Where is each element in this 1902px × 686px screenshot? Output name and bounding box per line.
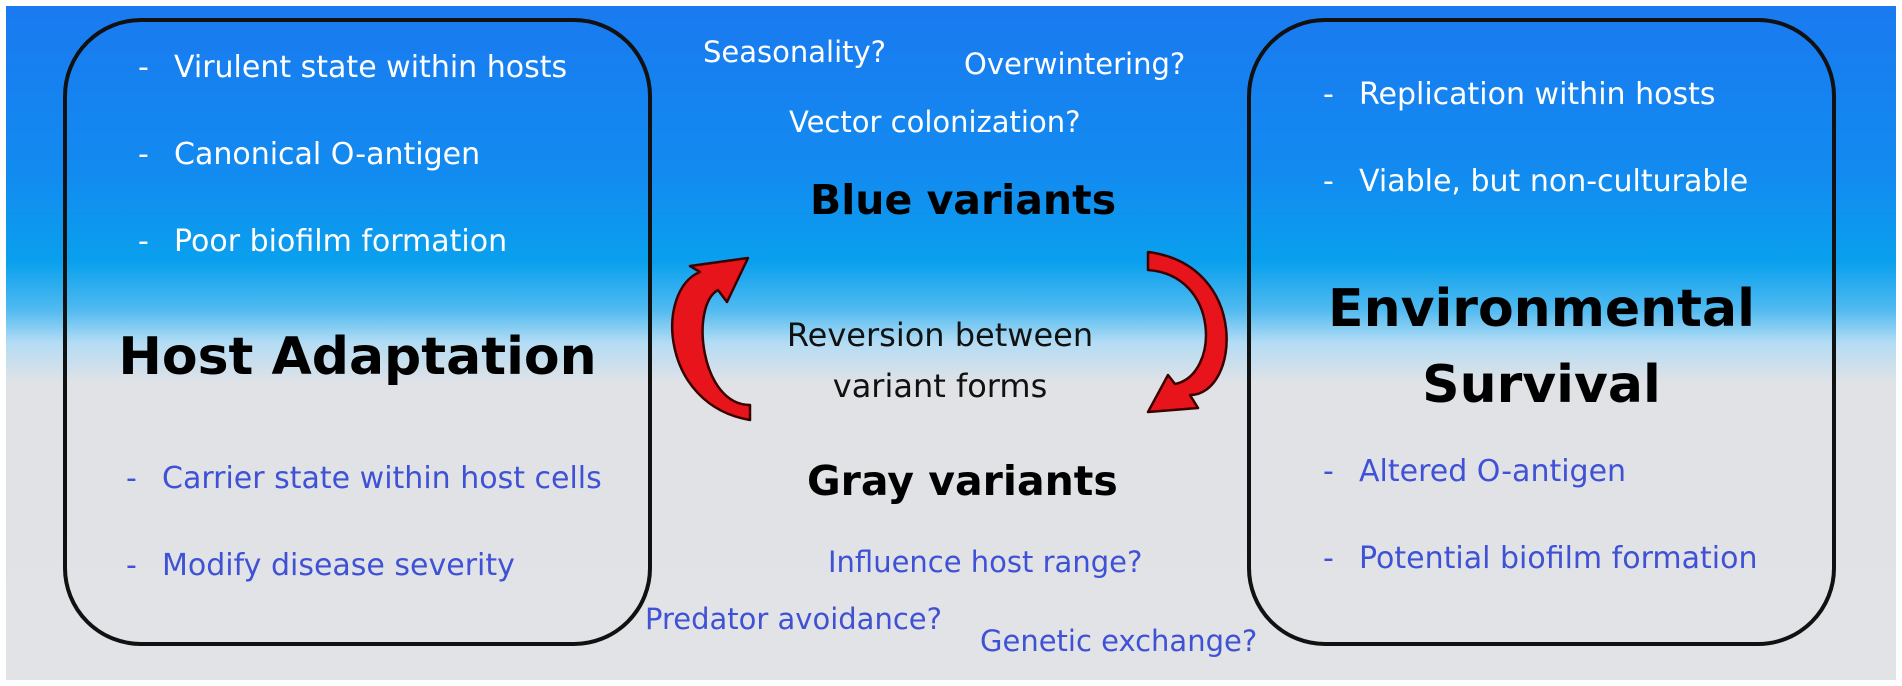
right-bottom-item-text: Potential biofilm formation [1359, 541, 1758, 576]
dash: - [126, 548, 137, 583]
reversion-line2: variant forms [832, 367, 1048, 405]
environmental-title-line1: Environmental [1328, 279, 1755, 339]
right-curved-arrow [1146, 250, 1228, 414]
question-overwintering: Overwintering? [964, 47, 1186, 81]
right-bottom-item-text: Altered O-antigen [1359, 454, 1627, 489]
environmental-title-line2: Survival [1422, 355, 1661, 415]
dash: - [1323, 164, 1334, 199]
dash: - [138, 137, 149, 172]
blue-variants-label: Blue variants [810, 176, 1117, 224]
gray-variants-label: Gray variants [807, 457, 1118, 505]
dash: - [1323, 454, 1334, 489]
question-genetic-exchange: Genetic exchange? [980, 624, 1258, 658]
left-bottom-item: -Carrier state within host cells [126, 464, 602, 494]
dash: - [1323, 541, 1334, 576]
dash: - [1323, 77, 1334, 112]
right-top-item: -Replication within hosts [1323, 80, 1715, 110]
question-seasonality: Seasonality? [703, 35, 887, 69]
gradient-background [6, 6, 1896, 680]
question-predator-avoidance: Predator avoidance? [645, 602, 943, 636]
environmental-survival-box [1247, 18, 1836, 646]
host-adaptation-box [63, 18, 652, 646]
left-top-item-text: Canonical O-antigen [174, 137, 481, 172]
left-bottom-item-text: Carrier state within host cells [162, 461, 602, 496]
right-bottom-item: -Potential biofilm formation [1323, 544, 1757, 574]
right-top-item: -Viable, but non-culturable [1323, 167, 1748, 197]
right-top-item-text: Viable, but non-culturable [1359, 164, 1749, 199]
reversion-line1: Reversion between [786, 316, 1094, 354]
right-top-item-text: Replication within hosts [1359, 77, 1716, 112]
left-top-item: -Virulent state within hosts [138, 53, 567, 83]
dash: - [126, 461, 137, 496]
right-bottom-item: -Altered O-antigen [1323, 457, 1626, 487]
left-top-item: -Canonical O-antigen [138, 140, 480, 170]
question-vector-colonization: Vector colonization? [789, 105, 1081, 139]
left-bottom-item-text: Modify disease severity [162, 548, 515, 583]
left-bottom-item: -Modify disease severity [126, 551, 515, 581]
question-host-range: Influence host range? [828, 545, 1143, 579]
left-curved-arrow [671, 256, 752, 422]
left-top-item-text: Poor biofilm formation [174, 224, 508, 259]
dash: - [138, 50, 149, 85]
dash: - [138, 224, 149, 259]
host-adaptation-title: Host Adaptation [118, 327, 597, 387]
left-top-item: -Poor biofilm formation [138, 227, 507, 257]
left-top-item-text: Virulent state within hosts [174, 50, 568, 85]
